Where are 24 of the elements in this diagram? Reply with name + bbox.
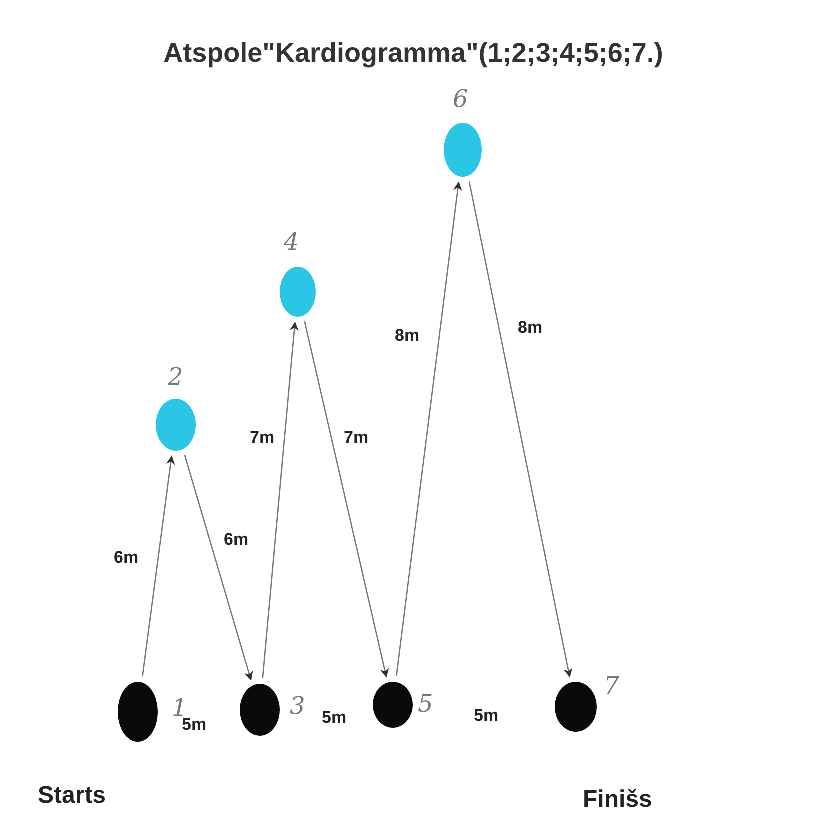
number-label: 2: [168, 363, 184, 391]
number-label: 7: [604, 672, 620, 700]
arrow: [184, 454, 254, 681]
text-label: Starts: [38, 782, 106, 810]
arrow: [396, 182, 462, 676]
number-label: 5: [418, 690, 434, 718]
circle-marker: [156, 399, 196, 451]
circle-marker: [280, 267, 316, 317]
number-label: 6: [453, 85, 468, 113]
circle-marker: [555, 682, 597, 732]
arrow: [262, 322, 299, 678]
number-label: 3: [290, 692, 306, 720]
arrow: [468, 182, 573, 678]
circle-marker: [240, 684, 280, 736]
arrow: [142, 456, 176, 677]
distance-label: 5m: [322, 708, 347, 728]
title: Atspole"Kardiogramma"(1;2;3;4;5;6;7.): [162, 38, 664, 69]
arrow: [304, 322, 390, 678]
number-label: 4: [284, 228, 300, 256]
distance-label: 5m: [474, 706, 499, 726]
circle-marker: [444, 123, 482, 177]
distance-label: 5m: [182, 715, 207, 735]
circle-marker: [373, 682, 413, 728]
text-label: Finišs: [583, 786, 652, 814]
